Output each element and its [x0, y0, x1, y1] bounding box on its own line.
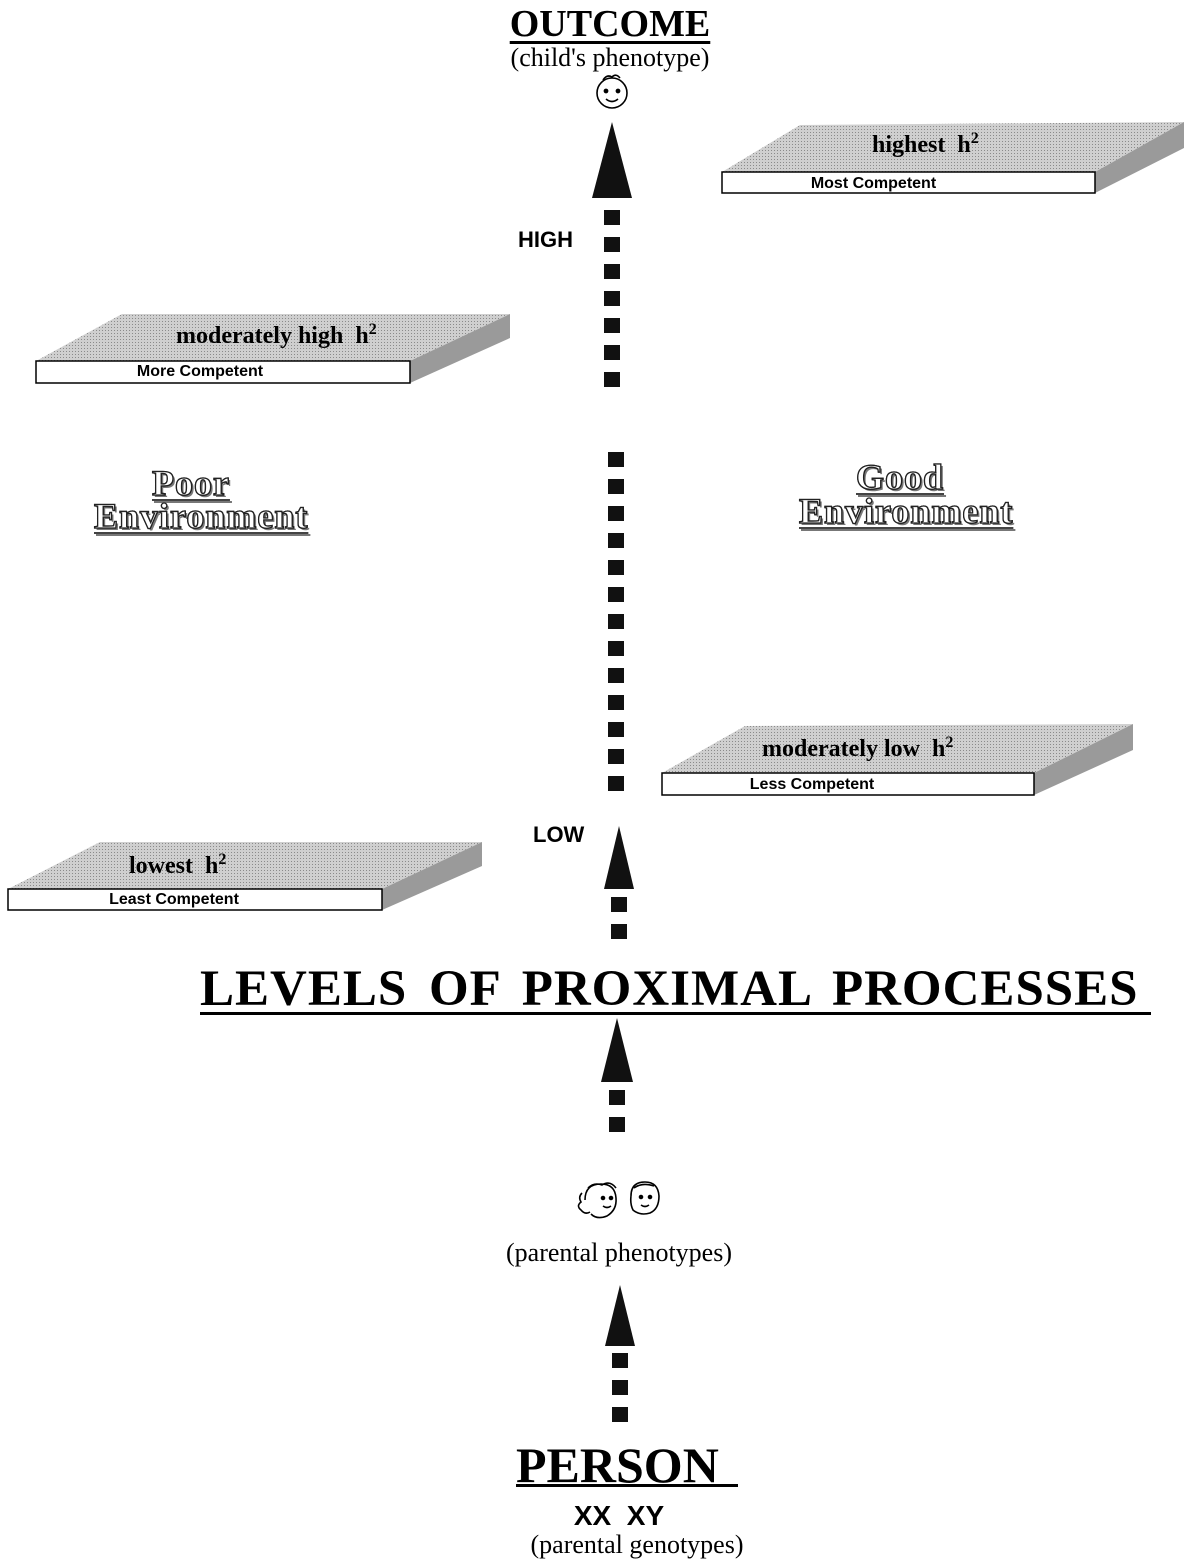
arrowhead-low	[604, 826, 634, 889]
plate-mod-low-sub: Less Competent	[749, 776, 875, 793]
plate-highest-sub: Most Competent	[810, 175, 937, 192]
arrow-dash	[609, 1090, 625, 1105]
baby-face-icon	[596, 74, 628, 109]
arrow-dash	[608, 641, 624, 656]
arrow-dash	[609, 1117, 625, 1132]
arrow-dash	[608, 776, 624, 791]
plate-lowest-sub: Least Competent	[109, 891, 239, 908]
arrow-dash	[611, 924, 627, 939]
arrow-dash	[604, 372, 620, 387]
plate-mod-low-label: moderately low h2	[762, 734, 954, 762]
arrow-dash	[608, 506, 624, 521]
plate-lowest-shape	[7, 842, 482, 911]
parent-faces-icon	[577, 1181, 660, 1219]
arrow-dash	[604, 318, 620, 333]
arrow-dash	[604, 345, 620, 360]
arrow-dashes	[604, 210, 628, 1422]
person-title: PERSON	[516, 1437, 719, 1493]
plate-highest-label: highest h2	[872, 130, 979, 158]
arrowhead-parents	[605, 1285, 635, 1346]
arrow-dash	[612, 1353, 628, 1368]
levels-title: LEVELS OF PROXIMAL PROCESSES	[200, 961, 1139, 1017]
plate-mod-high-sub: More Competent	[136, 363, 264, 380]
arrow-dash	[608, 560, 624, 575]
high-label: HIGH	[518, 227, 573, 252]
arrow-dash	[612, 1407, 628, 1422]
arrow-dash	[608, 722, 624, 737]
arrow-dash	[604, 291, 620, 306]
plate-mod-high-shape	[35, 314, 510, 384]
low-label: LOW	[533, 822, 585, 847]
arrow-dash	[608, 749, 624, 764]
poor-environment-line1: Poor	[151, 462, 230, 503]
arrow-dash	[608, 614, 624, 629]
good-environment-line2: Environment	[798, 490, 1014, 531]
good-environment-line1: Good	[855, 456, 945, 497]
arrow-dash	[608, 479, 624, 494]
arrow-dash	[611, 897, 627, 912]
poor-environment-line2: Environment	[93, 495, 309, 536]
plate-highest-shape	[721, 122, 1184, 194]
arrow-dash	[604, 264, 620, 279]
genotypes-label: XX XY	[573, 1500, 665, 1531]
arrowhead-center	[601, 1018, 633, 1082]
arrow-dash	[604, 237, 620, 252]
arrow-dash	[608, 452, 624, 467]
plate-mod-high-label: moderately high h2	[176, 321, 377, 349]
plate-lowest-label: lowest h2	[129, 851, 227, 879]
arrow-dash	[608, 533, 624, 548]
plate-mod-low-shape	[661, 724, 1133, 796]
parental-phenotypes-caption: (parental phenotypes)	[506, 1238, 732, 1267]
outcome-title: OUTCOME	[509, 3, 711, 45]
person-underline	[516, 1484, 738, 1487]
arrowhead-top	[592, 122, 632, 198]
arrow-dash	[608, 668, 624, 683]
levels-underline	[200, 1012, 1151, 1015]
arrow-dash	[604, 210, 620, 225]
arrow-dash	[612, 1380, 628, 1395]
arrow-dash	[608, 695, 624, 710]
outcome-subtitle: (child's phenotype)	[510, 43, 710, 72]
parental-genotypes-caption: (parental genotypes)	[530, 1530, 744, 1559]
arrow-dash	[608, 587, 624, 602]
